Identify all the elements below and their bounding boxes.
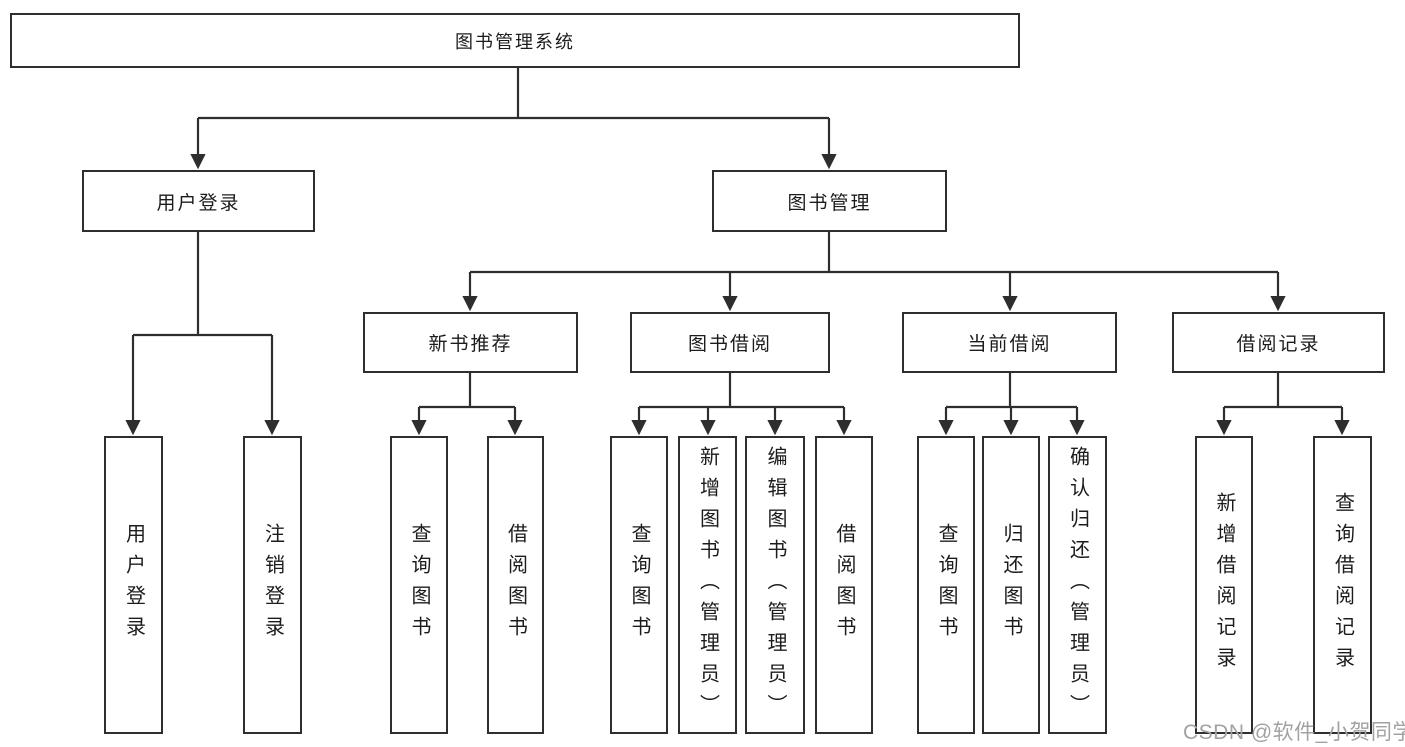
node-book-borrow-label: 图书借阅 bbox=[687, 334, 772, 355]
node-root: 图书管理系统 bbox=[10, 13, 1020, 68]
node-new-book-recommend: 新书推荐 bbox=[363, 312, 578, 373]
node-current-borrow-label: 当前借阅 bbox=[967, 334, 1052, 355]
leaf-borrow-books-borrow-label: 借阅图书 bbox=[833, 523, 855, 647]
node-root-label: 图书管理系统 bbox=[455, 31, 575, 52]
leaf-logout-label: 注销登录 bbox=[261, 523, 284, 647]
leaf-borrow-books-recommend: 借阅图书 bbox=[487, 436, 544, 734]
leaf-borrow-books-borrow: 借阅图书 bbox=[815, 436, 873, 734]
leaf-add-books-admin: 新增图书（管理员） bbox=[678, 436, 737, 734]
leaf-edit-books-admin-label: 编辑图书（管理员） bbox=[764, 445, 786, 725]
leaf-user-login: 用户登录 bbox=[104, 436, 163, 734]
node-current-borrow: 当前借阅 bbox=[902, 312, 1117, 373]
leaf-query-books-borrow-label: 查询图书 bbox=[628, 523, 650, 647]
node-book-management: 图书管理 bbox=[712, 170, 947, 232]
node-new-book-recommend-label: 新书推荐 bbox=[428, 334, 513, 355]
leaf-query-borrow-record: 查询借阅记录 bbox=[1313, 436, 1372, 734]
leaf-add-borrow-record-label: 新增借阅记录 bbox=[1213, 492, 1235, 678]
leaf-user-login-label: 用户登录 bbox=[122, 523, 145, 647]
leaf-query-books-recommend: 查询图书 bbox=[390, 436, 448, 734]
leaf-query-books-current: 查询图书 bbox=[917, 436, 975, 734]
node-user-login: 用户登录 bbox=[82, 170, 315, 232]
leaf-add-borrow-record: 新增借阅记录 bbox=[1195, 436, 1253, 734]
node-borrow-records: 借阅记录 bbox=[1172, 312, 1385, 373]
node-user-login-label: 用户登录 bbox=[156, 192, 241, 214]
node-book-borrow: 图书借阅 bbox=[630, 312, 830, 373]
node-book-management-label: 图书管理 bbox=[787, 192, 872, 214]
leaf-query-books-current-label: 查询图书 bbox=[935, 523, 957, 647]
leaf-query-borrow-record-label: 查询借阅记录 bbox=[1331, 492, 1354, 678]
leaf-add-books-admin-label: 新增图书（管理员） bbox=[696, 445, 719, 725]
leaf-borrow-books-recommend-label: 借阅图书 bbox=[504, 523, 527, 647]
leaf-return-books-label: 归还图书 bbox=[1000, 523, 1022, 647]
leaf-edit-books-admin: 编辑图书（管理员） bbox=[745, 436, 805, 734]
leaf-return-books: 归还图书 bbox=[982, 436, 1040, 734]
csdn-watermark: CSDN @软件_小贺同学 bbox=[1183, 721, 1405, 744]
node-borrow-records-label: 借阅记录 bbox=[1236, 334, 1321, 355]
leaf-query-books-recommend-label: 查询图书 bbox=[408, 523, 430, 647]
leaf-confirm-return-admin: 确认归还（管理员） bbox=[1048, 436, 1107, 734]
leaf-logout: 注销登录 bbox=[243, 436, 302, 734]
leaf-query-books-borrow: 查询图书 bbox=[610, 436, 668, 734]
leaf-confirm-return-admin-label: 确认归还（管理员） bbox=[1066, 445, 1089, 725]
